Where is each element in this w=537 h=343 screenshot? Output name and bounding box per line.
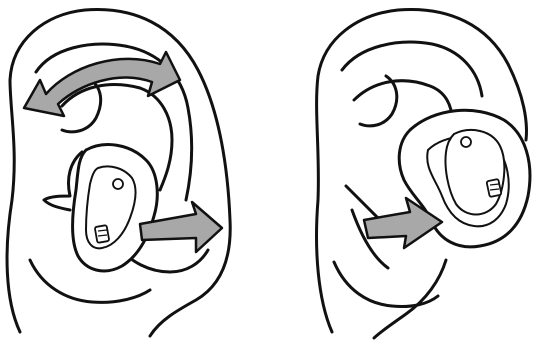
left-earpiece-icon bbox=[73, 145, 158, 271]
right-panel bbox=[317, 9, 530, 338]
left-panel bbox=[7, 10, 230, 337]
